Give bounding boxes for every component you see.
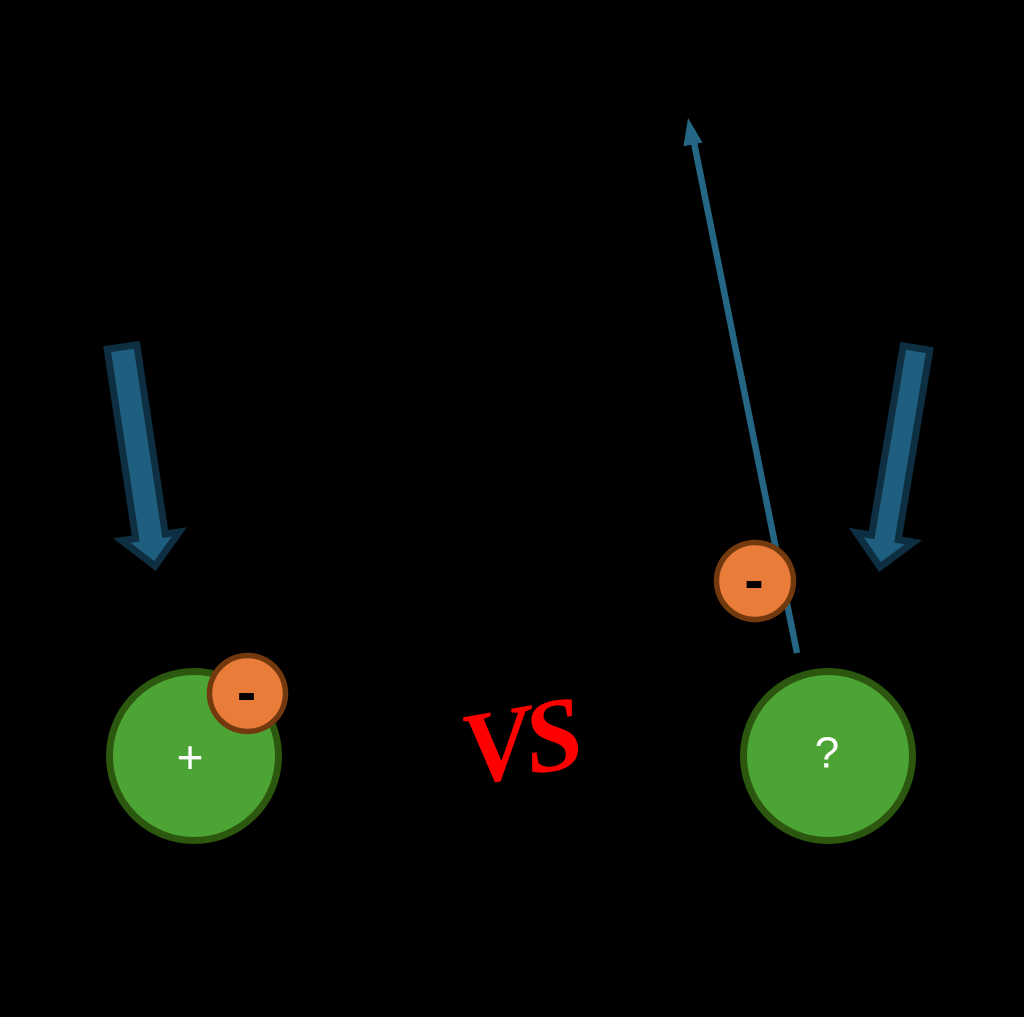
right-down-block-arrow-icon bbox=[848, 341, 934, 572]
vs-label: VS bbox=[452, 674, 588, 808]
right-small-circle bbox=[713, 539, 797, 623]
left-down-block-arrow-icon bbox=[103, 340, 187, 571]
deflection-arrow-head bbox=[683, 118, 703, 147]
right-question-charge-label: ? bbox=[815, 729, 839, 778]
left-minus-charge-label: - bbox=[237, 660, 256, 725]
left-small-circle bbox=[206, 652, 289, 735]
right-minus-charge-label: - bbox=[744, 548, 763, 613]
right-large-circle bbox=[740, 668, 916, 844]
left-plus-charge-label: + bbox=[177, 731, 204, 783]
